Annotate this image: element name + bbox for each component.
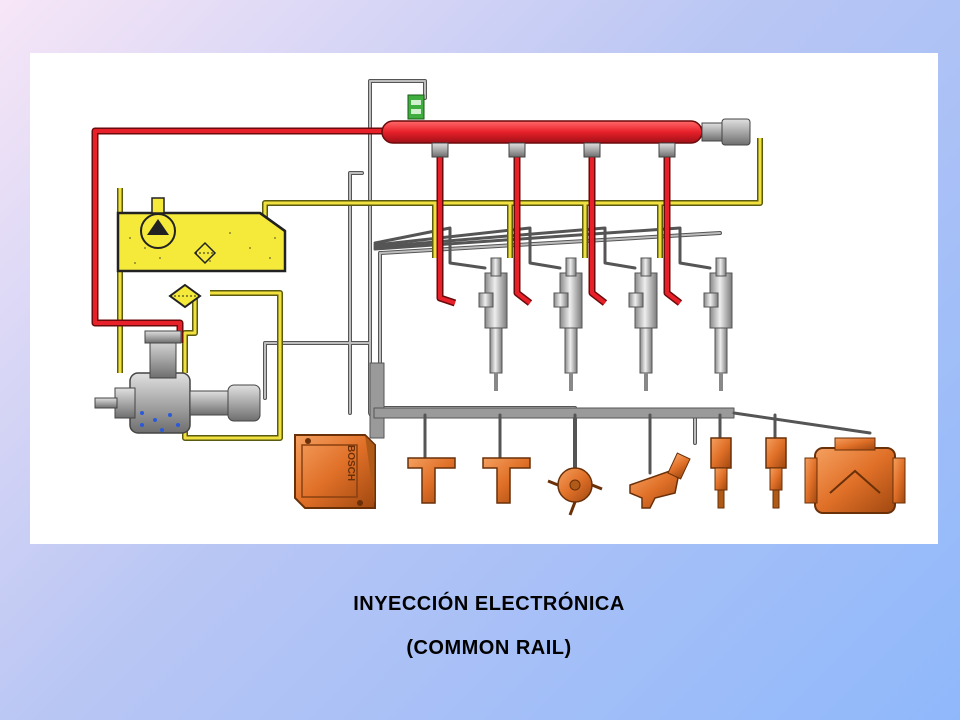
common-rail-diagram: BOSCH bbox=[91, 79, 906, 516]
injector bbox=[628, 257, 658, 391]
electric-fuel-pump bbox=[140, 197, 176, 249]
crankshaft-sensor bbox=[407, 457, 456, 504]
wiring-harness bbox=[263, 79, 872, 475]
injector bbox=[553, 257, 583, 391]
sensors-row bbox=[407, 437, 906, 516]
boost-pressure-sensor bbox=[629, 452, 691, 509]
high-pressure-lines bbox=[91, 127, 683, 343]
camshaft-sensor bbox=[482, 457, 531, 504]
diagram-panel: BOSCH bbox=[30, 53, 938, 544]
air-mass-meter bbox=[804, 437, 906, 514]
fuel-tank bbox=[116, 197, 287, 273]
pre-filter-icon bbox=[193, 241, 217, 265]
ecu-brand-label: BOSCH bbox=[345, 445, 356, 481]
high-pressure-pump bbox=[94, 330, 261, 434]
caption-title: INYECCIÓN ELECTRÓNICA bbox=[353, 593, 625, 615]
rail-pressure-sensor bbox=[701, 118, 751, 146]
injector bbox=[703, 257, 733, 391]
ecu-control-unit: BOSCH bbox=[294, 434, 376, 509]
air-temp-sensor bbox=[765, 437, 787, 509]
caption-subtitle: (COMMON RAIL) bbox=[406, 637, 572, 659]
accelerator-pedal-sensor bbox=[547, 467, 603, 516]
rail-outlet-fittings bbox=[431, 142, 676, 158]
coolant-temp-sensor bbox=[710, 437, 732, 509]
common-rail bbox=[381, 94, 751, 158]
injector-bank bbox=[478, 257, 733, 391]
injector bbox=[478, 257, 508, 391]
rail-pressure-valve bbox=[407, 94, 425, 120]
fuel-filter bbox=[168, 283, 202, 309]
